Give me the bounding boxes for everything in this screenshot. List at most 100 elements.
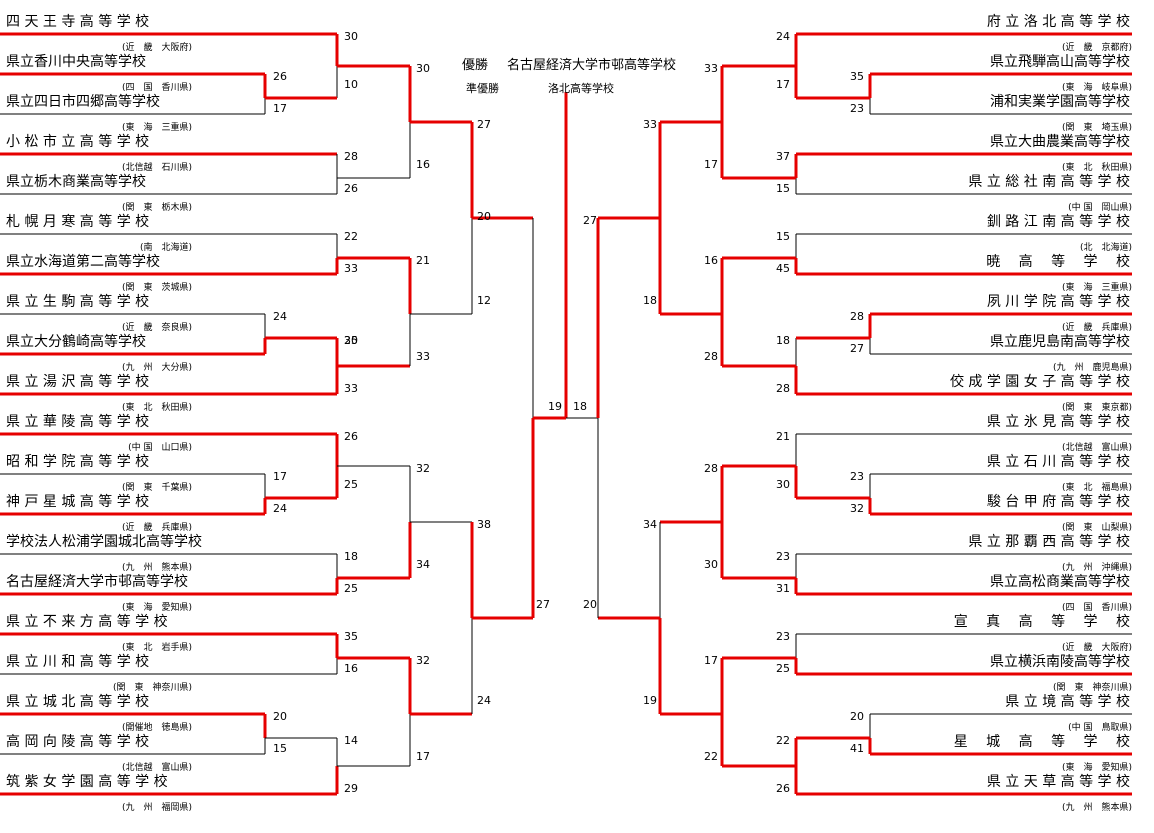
team-region-left: (九 州 大分県) [121, 363, 192, 373]
score-label: 37 [776, 150, 790, 163]
team-name-left: 県立栃木商業高等学校 [6, 174, 146, 190]
score-label: 24 [273, 502, 287, 515]
team-name-right: 県立飛騨高山高等学校 [990, 54, 1130, 70]
team-name-left: 県 立 不 来 方 高 等 学 校 [6, 614, 168, 630]
team-region-left: (南 北海道) [139, 243, 192, 253]
score-label: 35 [344, 630, 358, 643]
score-label: 21 [416, 254, 430, 267]
team-name-left: 県 立 華 陵 高 等 学 校 [6, 414, 150, 430]
score-label: 25 [344, 582, 358, 595]
team-region-left: (北信越 石川県) [121, 163, 192, 173]
score-label: 26 [344, 182, 358, 195]
team-name-left: 県 立 城 北 高 等 学 校 [6, 694, 150, 710]
team-name-right: 県 立 石 川 高 等 学 校 [986, 454, 1130, 470]
team-name-right: 県立高松商業高等学校 [990, 574, 1130, 590]
team-name-left: 学校法人松浦学園城北高等学校 [6, 534, 202, 550]
score-label: 28 [704, 350, 718, 363]
score-label: 15 [273, 742, 287, 755]
score-label: 30 [344, 334, 358, 347]
score-label: 33 [643, 118, 657, 131]
score-label: 28 [776, 382, 790, 395]
score-label: 38 [477, 518, 491, 531]
team-name-left: 県立水海道第二高等学校 [6, 254, 160, 270]
score-label: 35 [850, 70, 864, 83]
team-name-right: 県 立 天 草 高 等 学 校 [986, 774, 1130, 790]
team-name-left: 県 立 川 和 高 等 学 校 [6, 654, 150, 670]
score-label: 17 [273, 102, 287, 115]
score-label: 26 [273, 70, 287, 83]
score-label: 33 [416, 350, 430, 363]
score-label: 16 [344, 662, 358, 675]
team-name-left: 四 天 王 寺 高 等 学 校 [6, 14, 150, 30]
team-region-left: (九 州 福岡県) [121, 803, 192, 813]
score-label: 14 [344, 734, 358, 747]
team-name-right: 県立横浜南陵高等学校 [990, 654, 1130, 670]
team-name-right: 県 立 境 高 等 学 校 [1005, 694, 1130, 710]
score-label: 26 [344, 430, 358, 443]
team-region-right: (北 北海道) [1079, 243, 1132, 253]
team-region-right: (中 国 岡山県) [1068, 203, 1132, 213]
score-label: 17 [273, 470, 287, 483]
team-region-left: (近 畿 大阪府) [121, 43, 192, 53]
team-name-right: 夙 川 学 院 高 等 学 校 [986, 294, 1130, 310]
team-region-left: (近 畿 兵庫県) [121, 523, 192, 533]
team-region-right: (関 東 埼玉県) [1061, 123, 1132, 133]
team-region-left: (関 東 茨城県) [121, 283, 192, 293]
team-name-left: 札 幌 月 寒 高 等 学 校 [6, 214, 150, 230]
score-label: 32 [416, 462, 430, 475]
score-label: 16 [704, 254, 718, 267]
team-region-right: (九 州 熊本県) [1061, 803, 1132, 813]
score-label: 19 [548, 400, 562, 413]
score-label: 18 [776, 334, 790, 347]
team-region-left: (東 北 秋田県) [121, 403, 192, 413]
team-region-left: (関 東 神奈川県) [112, 683, 192, 693]
score-label: 17 [416, 750, 430, 763]
score-label: 18 [573, 400, 587, 413]
team-name-left: 筑 紫 女 学 園 高 等 学 校 [6, 774, 168, 790]
score-label: 10 [344, 78, 358, 91]
score-label: 22 [776, 734, 790, 747]
score-label: 45 [776, 262, 790, 275]
score-label: 27 [850, 342, 864, 355]
score-label: 27 [477, 118, 491, 131]
score-label: 23 [850, 470, 864, 483]
score-label: 27 [583, 214, 597, 227]
team-name-right: 県 立 総 社 南 高 等 学 校 [968, 174, 1130, 190]
team-region-right: (近 畿 大阪府) [1061, 643, 1132, 653]
score-label: 17 [704, 654, 718, 667]
team-region-right: (東 北 福島県) [1061, 483, 1132, 493]
team-region-left: (関 東 栃木県) [121, 203, 192, 213]
score-label: 24 [776, 30, 790, 43]
team-name-right: 暁 高 等 学 校 [986, 254, 1130, 270]
champion-name: 名古屋経済大学市邨高等学校 [507, 58, 677, 73]
team-name-left: 神 戸 星 城 高 等 学 校 [6, 494, 150, 510]
score-label: 17 [704, 158, 718, 171]
score-label: 12 [477, 294, 491, 307]
score-label: 17 [776, 78, 790, 91]
team-region-left: (中 国 山口県) [128, 443, 192, 453]
score-label: 27 [536, 598, 550, 611]
score-label: 20 [583, 598, 597, 611]
score-label: 26 [776, 782, 790, 795]
team-name-left: 県 立 生 駒 高 等 学 校 [6, 294, 150, 310]
team-region-left: (近 畿 奈良県) [121, 323, 192, 333]
score-label: 29 [344, 782, 358, 795]
score-label: 30 [344, 30, 358, 43]
score-label: 24 [477, 694, 491, 707]
team-name-right: 県立鹿児島南高等学校 [990, 334, 1130, 350]
team-name-right: 府 立 洛 北 高 等 学 校 [986, 14, 1130, 30]
score-label: 28 [344, 150, 358, 163]
team-region-right: (中 国 鳥取県) [1068, 723, 1132, 733]
team-name-right: 浦和実業学園高等学校 [990, 94, 1130, 110]
score-label: 34 [643, 518, 657, 531]
team-region-right: (東 北 秋田県) [1061, 163, 1132, 173]
score-label: 15 [776, 182, 790, 195]
team-name-right: 釧 路 江 南 高 等 学 校 [986, 214, 1130, 230]
score-label: 24 [273, 310, 287, 323]
team-region-left: (東 北 岩手県) [121, 643, 192, 653]
score-label: 30 [776, 478, 790, 491]
score-label: 19 [643, 694, 657, 707]
team-region-left: (開催地 徳島県) [121, 723, 192, 733]
score-label: 25 [344, 478, 358, 491]
